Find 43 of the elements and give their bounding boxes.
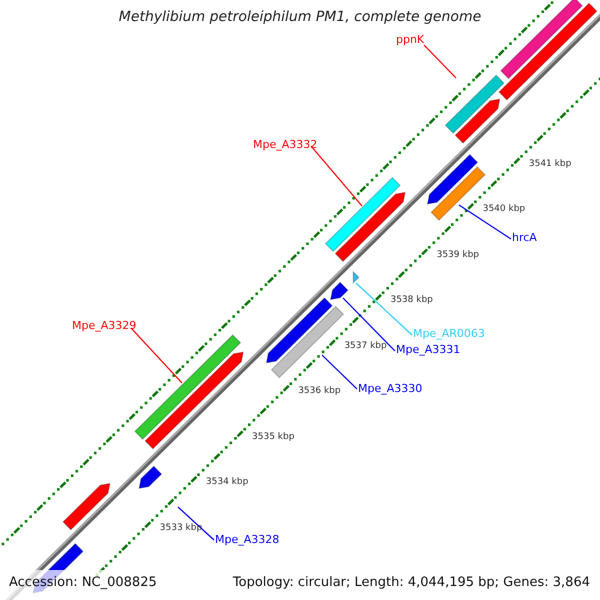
gene-triangle	[352, 270, 360, 284]
position-label: 3537 kbp	[344, 340, 387, 352]
gene-bar	[324, 176, 401, 252]
gene-label: Mpe_A3328	[215, 533, 280, 546]
leader-line	[356, 282, 412, 336]
gene-feature	[454, 98, 500, 144]
gene-label: Mpe_A3329	[72, 319, 136, 332]
gene-label: Mpe_A3331	[396, 343, 460, 356]
gene-bar	[498, 2, 598, 101]
leader-line	[178, 506, 214, 540]
position-label: 3534 kbp	[206, 477, 248, 488]
gene-bar	[444, 74, 505, 134]
position-label: 3535 kbp	[252, 432, 294, 443]
gene-label: Mpe_A3332	[253, 138, 318, 151]
gene-bar	[270, 306, 344, 378]
leader-line	[322, 354, 358, 390]
gene-feature	[138, 466, 162, 489]
position-label: 3536 kbp	[298, 386, 341, 398]
gene-bar	[134, 334, 242, 440]
gene-label: Mpe_AR0063	[413, 327, 485, 340]
gene-feature	[426, 154, 478, 205]
genome-info-text: Topology: circular; Length: 4,044,195 bp; Genes: 3,864	[232, 575, 590, 591]
leader-line	[342, 298, 396, 352]
gene-bar	[500, 0, 583, 80]
leader-line	[130, 328, 182, 384]
gene-feature	[144, 351, 244, 450]
gene-feature	[62, 482, 111, 530]
position-label: 3538 kbp	[390, 295, 433, 306]
gene-feature	[330, 282, 349, 300]
position-label: 3533 kbp	[160, 522, 202, 534]
gene-feature	[266, 297, 333, 364]
leader-line	[310, 146, 362, 206]
leader-line	[458, 204, 512, 240]
position-label: 3539 kbp	[436, 250, 480, 261]
position-label: 3540 kbp	[482, 204, 526, 216]
gene-label: Mpe_A3330	[358, 382, 422, 395]
accession-text: Accession: NC_008825	[9, 575, 157, 591]
leader-line	[424, 44, 456, 78]
position-label: 3541 kbp	[528, 158, 572, 170]
gene-label: ppnK	[396, 33, 424, 46]
gene-label: hrcA	[512, 231, 537, 244]
gene-feature	[334, 192, 406, 262]
title: Methylibium petroleiphilum PM1, complete genome	[118, 9, 482, 25]
